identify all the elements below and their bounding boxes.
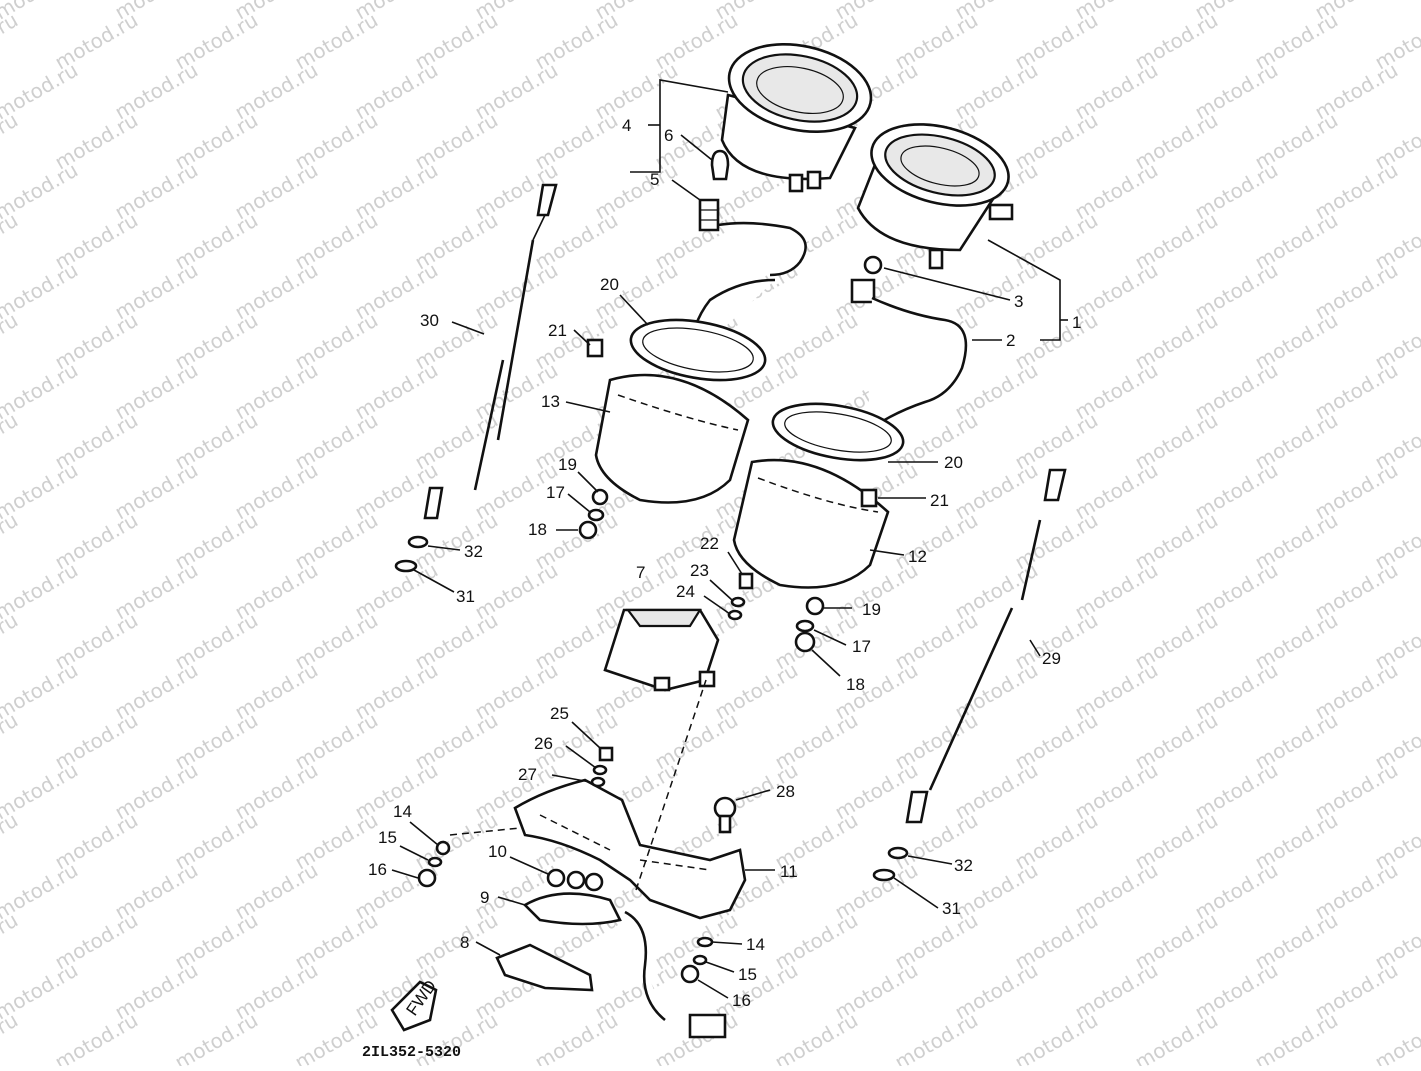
callout-1: 1 bbox=[1072, 313, 1081, 332]
watermark-text: motod.ru bbox=[0, 508, 22, 575]
callout-21-right: 21 bbox=[930, 491, 949, 510]
left-meter-harness bbox=[718, 223, 806, 275]
washer-15-right bbox=[694, 956, 706, 964]
callout-20-left: 20 bbox=[600, 275, 619, 294]
washer-15-left bbox=[429, 858, 441, 866]
callout-13: 13 bbox=[541, 392, 560, 411]
callout-25: 25 bbox=[550, 704, 569, 723]
watermark-text: motod.ru bbox=[0, 808, 22, 875]
watermark-text: motod.ru bbox=[531, 1008, 622, 1066]
clip-31-right bbox=[874, 870, 894, 880]
callout-11: 11 bbox=[780, 862, 798, 881]
callout-5: 5 bbox=[650, 170, 659, 189]
callout-24: 24 bbox=[676, 582, 695, 601]
grommet-19-left bbox=[593, 490, 607, 504]
callout-28: 28 bbox=[776, 782, 795, 801]
watermark-text: motod.ru bbox=[1251, 1008, 1342, 1066]
watermark-text: motod.ru bbox=[171, 1008, 262, 1066]
callout-3: 3 bbox=[1014, 292, 1023, 311]
callout-27: 27 bbox=[518, 765, 537, 784]
watermark-text: motod.ru bbox=[0, 708, 22, 775]
callout-19-left: 19 bbox=[558, 455, 577, 474]
watermark-text: motod.ru bbox=[0, 408, 22, 475]
watermark-text: motod.ru bbox=[0, 8, 22, 75]
callout-4: 4 bbox=[622, 116, 631, 135]
screw-25 bbox=[600, 748, 612, 760]
callout-10: 10 bbox=[488, 842, 507, 861]
watermark-text: motod.ru bbox=[0, 1008, 22, 1066]
washer-27 bbox=[592, 778, 604, 786]
nut-18-left bbox=[580, 522, 596, 538]
watermark-text: motod.ru bbox=[891, 1008, 982, 1066]
washer-24 bbox=[729, 611, 741, 619]
watermark-text: motod.ru bbox=[0, 108, 22, 175]
connector bbox=[690, 1015, 725, 1037]
left-meter-assembly bbox=[721, 32, 879, 191]
callout-32-right: 32 bbox=[954, 856, 973, 875]
callout-20-right: 20 bbox=[944, 453, 963, 472]
watermark-text: motod.ru bbox=[0, 608, 22, 675]
grommet-14-left bbox=[437, 842, 449, 854]
socket-board-9 bbox=[525, 894, 620, 924]
grommet-19-right bbox=[807, 598, 823, 614]
callout-14-left: 14 bbox=[393, 802, 412, 821]
washer-17-left bbox=[589, 510, 603, 520]
watermark-text: motod.ru bbox=[1011, 1008, 1102, 1066]
right-meter-assembly bbox=[858, 111, 1017, 268]
watermark-text: motod.ru bbox=[51, 1008, 142, 1066]
callout-14-right: 14 bbox=[746, 935, 765, 954]
callout-21-left: 21 bbox=[548, 321, 567, 340]
callout-31-left: 31 bbox=[456, 587, 475, 606]
callout-19-right: 19 bbox=[862, 600, 881, 619]
grommet-14-right bbox=[698, 938, 712, 946]
callout-6: 6 bbox=[664, 126, 673, 145]
callout-26: 26 bbox=[534, 734, 553, 753]
callout-29: 29 bbox=[1042, 649, 1061, 668]
nut-16-left bbox=[419, 870, 435, 886]
callout-9: 9 bbox=[480, 888, 489, 907]
screw-21-left bbox=[588, 340, 602, 356]
screw-22 bbox=[740, 574, 752, 588]
watermark-text: motod.ru bbox=[771, 1008, 862, 1066]
oring-32-right bbox=[889, 848, 907, 858]
callout-23: 23 bbox=[690, 561, 709, 580]
clip-31-left bbox=[396, 561, 416, 571]
nut-18-right bbox=[796, 633, 814, 651]
callout-15-left: 15 bbox=[378, 828, 397, 847]
callout-17-right: 17 bbox=[852, 637, 871, 656]
washer-23 bbox=[732, 598, 744, 606]
bracket-7 bbox=[605, 610, 718, 690]
watermark-text: motod.ru bbox=[0, 908, 22, 975]
indicator-lamps-10 bbox=[548, 870, 602, 890]
callout-32-left: 32 bbox=[464, 542, 483, 561]
callout-17-left: 17 bbox=[546, 483, 565, 502]
screw-21-right bbox=[862, 490, 876, 506]
watermark-text: motod.ru bbox=[1371, 1008, 1421, 1066]
nut-16-right bbox=[682, 966, 698, 982]
callout-18-left: 18 bbox=[528, 520, 547, 539]
watermark-text: motod.ru bbox=[0, 308, 22, 375]
oring-32-left bbox=[409, 537, 427, 547]
callout-8: 8 bbox=[460, 933, 469, 952]
case-12 bbox=[734, 460, 888, 587]
callout-7: 7 bbox=[636, 563, 645, 582]
callout-12: 12 bbox=[908, 547, 927, 566]
callout-18-right: 18 bbox=[846, 675, 865, 694]
callout-2: 2 bbox=[1006, 331, 1015, 350]
socket-5 bbox=[700, 200, 718, 230]
bulb-6 bbox=[712, 151, 728, 179]
callout-30: 30 bbox=[420, 311, 439, 330]
watermark-text: motod.ru bbox=[0, 208, 22, 275]
callout-16-left: 16 bbox=[368, 860, 387, 879]
washer-17-right bbox=[797, 621, 813, 631]
watermark-text: motod.ru bbox=[1131, 1008, 1222, 1066]
callout-31-right: 31 bbox=[942, 899, 961, 918]
callout-15-right: 15 bbox=[738, 965, 757, 984]
callout-22: 22 bbox=[700, 534, 719, 553]
callout-16-right: 16 bbox=[732, 991, 751, 1010]
diagram-code: 2IL352-5320 bbox=[362, 1044, 461, 1061]
